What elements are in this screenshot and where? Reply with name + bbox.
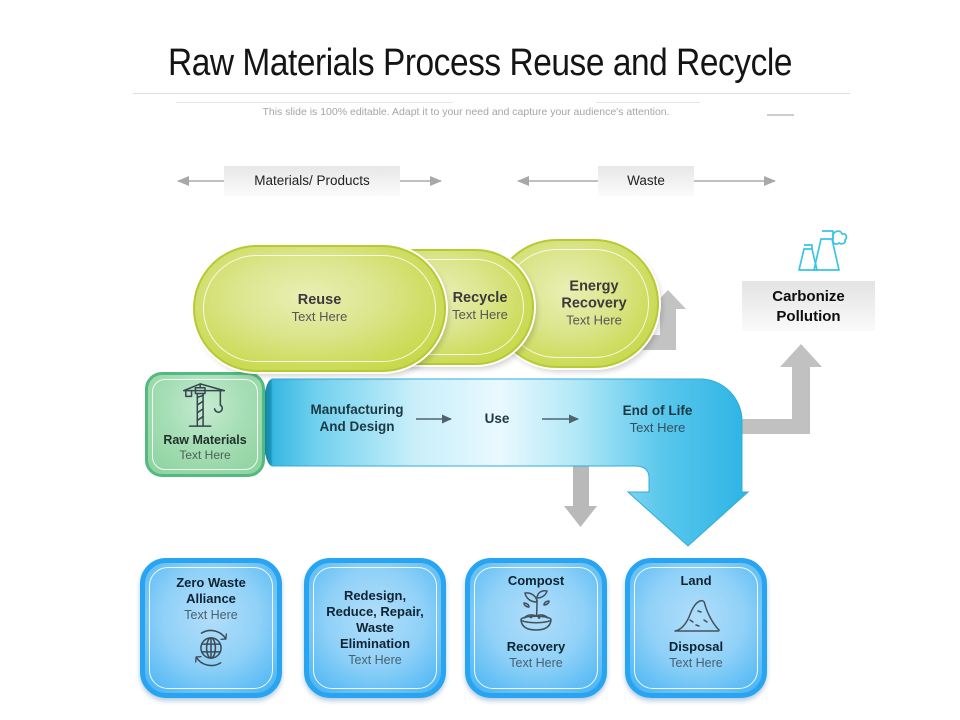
divider-line-short-right <box>596 102 700 103</box>
stage-manufacturing-line2: And Design <box>319 418 395 434</box>
raw-materials-title: Raw Materials <box>163 433 247 447</box>
page-title: Raw Materials Process Reuse and Recycle <box>167 42 793 84</box>
stage-end-of-life: End of Life Text Here <box>600 403 715 437</box>
raw-materials-subtitle: Text Here <box>179 448 231 462</box>
land-disposal-box[interactable]: Land Disposal Text Here <box>625 558 767 698</box>
box-title: Land <box>680 573 712 588</box>
landfill-mound-icon <box>674 600 720 632</box>
pollution-factory-icon <box>786 218 848 280</box>
slide-subtitle: This slide is 100% editable. Adapt it to… <box>262 106 670 118</box>
decorative-dash <box>767 114 794 116</box>
capsule-title: Energy Recovery <box>561 277 627 312</box>
capsule-title: Reuse <box>297 291 342 308</box>
redesign-reduce-repair-box[interactable]: Redesign, Reduce, Repair, Waste Eliminat… <box>304 558 446 698</box>
zero-waste-alliance-box[interactable]: Zero Waste Alliance Text Here <box>140 558 282 698</box>
capsule-subtitle: Text Here <box>452 307 508 323</box>
box-title: Redesign, Reduce, Repair, Waste Eliminat… <box>326 587 424 652</box>
box-title: Zero Waste Alliance <box>176 575 246 607</box>
stage-end-of-life-subtitle: Text Here <box>629 419 686 435</box>
box-subtitle: Text Here <box>184 607 238 622</box>
compost-recovery-box[interactable]: Compost Recovery Text Here <box>465 558 607 698</box>
stage-use: Use <box>484 411 510 426</box>
construction-crane-icon <box>183 383 225 427</box>
stage-end-of-life-title: End of Life <box>622 403 693 418</box>
waste-label: Waste <box>598 166 694 196</box>
stage-manufacturing-line1: Manufacturing <box>310 402 404 417</box>
materials-products-label: Materials/ Products <box>224 166 400 196</box>
box-label: Recovery <box>506 639 566 655</box>
stage-manufacturing: Manufacturing And Design <box>297 402 417 436</box>
divider-line-short-left <box>176 102 453 103</box>
capsule-title: Recycle <box>452 290 508 306</box>
box-subtitle: Text Here <box>348 652 402 667</box>
divider-line <box>133 93 850 94</box>
down-arrow-gray <box>564 464 597 527</box>
capsule-reuse[interactable]: Reuse Text Here <box>193 245 446 372</box>
carbonize-pollution-label: Carbonize Pollution <box>742 281 875 331</box>
compost-plant-bowl-icon <box>520 590 552 631</box>
capsule-subtitle: Text Here <box>291 308 348 324</box>
box-subtitle: Text Here <box>509 655 563 670</box>
box-title: Compost <box>507 573 565 588</box>
box-subtitle: Text Here <box>669 655 723 670</box>
capsule-subtitle: Text Here <box>566 312 622 328</box>
raw-materials-box[interactable]: Raw Materials Text Here <box>145 372 265 477</box>
process-band-arrow[interactable] <box>271 378 750 547</box>
box-label: Disposal <box>668 639 724 655</box>
globe-recycle-icon <box>194 629 228 667</box>
elbow-arrow-carbonize <box>725 344 822 434</box>
